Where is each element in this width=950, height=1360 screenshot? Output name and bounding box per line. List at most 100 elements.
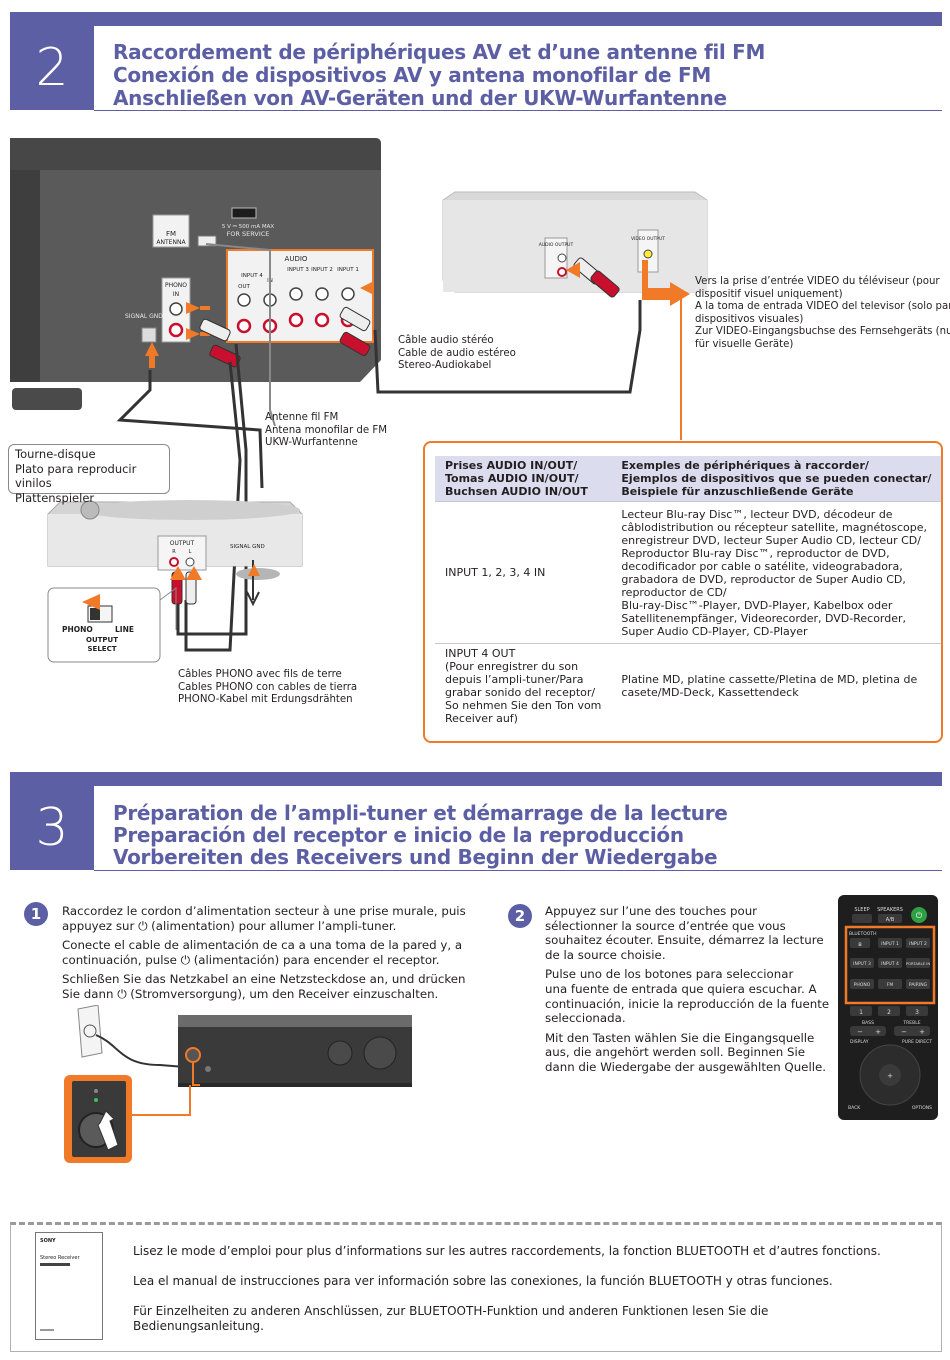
input3-label: INPUT 3 [287, 267, 309, 273]
table-cell-input-devices: Lecteur Blu-ray Disc™, lecteur DVD, déco… [611, 501, 942, 644]
phono-plugs-receiver [199, 318, 241, 368]
turntable-l-label: L [189, 549, 192, 555]
svg-text:⏻: ⏻ [916, 911, 923, 920]
step-2-title-de: Anschließen von AV-Geräten und der UKW-W… [113, 86, 727, 110]
phono-label: PHONO [165, 282, 187, 289]
video-note: Vers la prise d’entrée VIDEO du télévise… [695, 276, 950, 350]
step-number-2: 2 [10, 26, 94, 110]
step-number-3: 3 [10, 786, 94, 870]
remote-bluetooth-label: BLUETOOTH [849, 931, 876, 937]
audio-label: AUDIO [285, 255, 308, 263]
step-3-title-es: Preparación del receptor e inicio de la … [113, 823, 684, 847]
footer-text-de: Für Einzelheiten zu anderen Anschlüssen,… [133, 1304, 769, 1333]
table-cell-output-devices: Platine MD, platine cassette/Pletina de … [611, 643, 942, 728]
sub-step-2-badge: 2 [508, 904, 532, 928]
svg-text:−: − [857, 1028, 863, 1036]
section-3-top-bar [10, 772, 942, 786]
remote-fm-label: FM [887, 982, 894, 988]
turntable-arrows [170, 564, 260, 580]
remote-portable-label: PORTABLE IN [906, 961, 931, 966]
sub-step-1-badge: 1 [24, 902, 48, 926]
remote-input4-label: INPUT 4 [881, 961, 899, 967]
wall-outlet [77, 1005, 103, 1058]
receiver-rear-panel: FM ANTENNA 5 V ⎓ 500 mA MAX FOR SERVICE … [10, 138, 381, 410]
cables [116, 300, 642, 652]
antenna-label: ANTENNA [156, 239, 186, 246]
section-2-rule [94, 110, 942, 111]
signal-gnd-label: SIGNAL GND [125, 313, 163, 320]
table-cell-input-in: INPUT 1, 2, 3, 4 IN [435, 501, 612, 644]
remote-3-label: 3 [915, 1009, 919, 1016]
audio-jacks-panel [423, 441, 943, 743]
remote-1-label: 1 [859, 1009, 863, 1016]
table-header-jacks: Prises AUDIO IN/OUT/Tomas AUDIO IN/OUT/B… [435, 456, 612, 502]
remote-speakers-label: SPEAKERS [877, 907, 903, 913]
player-plugs [573, 257, 620, 298]
player-arrows [566, 260, 690, 306]
manual-thumbnail-icon: SONY Stereo Receiver [35, 1232, 103, 1340]
remote-treble-label: TREBLE [902, 1020, 920, 1026]
input1-label: INPUT 1 [337, 267, 359, 273]
power-button-closeup [64, 1075, 191, 1163]
sub-step-1-text: Raccordez le cordon d’alimentation secte… [62, 904, 466, 1001]
remote-pure-direct-label: PURE DIRECT [902, 1039, 932, 1045]
remote-control: SLEEP SPEAKERS A/B ⏻ BLUETOOTH ʙ INPUT 1… [838, 895, 938, 1120]
remote-display-label: DISPLAY [850, 1039, 869, 1045]
remote-input1-label: INPUT 1 [881, 941, 899, 947]
step-2-title-es: Conexión de dispositivos AV y antena mon… [113, 63, 711, 87]
video-output-label: VIDEO OUTPUT [631, 236, 665, 242]
manual-title: Stereo Receiver [40, 1255, 80, 1261]
av-player-device: AUDIO OUTPUT VIDEO OUTPUT [442, 191, 708, 293]
step-2-title-fr: Raccordement de périphériques AV et d’un… [113, 40, 766, 64]
switch-select-label: SELECT [88, 645, 117, 653]
table-header-row: Prises AUDIO IN/OUT/Tomas AUDIO IN/OUT/B… [435, 456, 942, 502]
table-row: INPUT 4 OUT(Pour enregistrer du son depu… [435, 643, 942, 728]
step-3-title-fr: Préparation de l’ampli-tuner et démarrag… [113, 801, 728, 825]
manual-brand: SONY [40, 1238, 56, 1244]
input2-label: INPUT 2 [311, 267, 333, 273]
output-select-switch: PHONO LINE OUTPUT SELECT [47, 587, 177, 663]
svg-text:+: + [919, 1028, 925, 1036]
connection-diagram: FM ANTENNA 5 V ⎓ 500 mA MAX FOR SERVICE … [10, 138, 708, 663]
receiver-front-illustration [64, 1005, 412, 1163]
remote-bass-label: BASS [862, 1020, 874, 1026]
turntable-output-label: OUTPUT [170, 540, 195, 547]
power-cord [95, 1034, 186, 1068]
table-row: INPUT 1, 2, 3, 4 IN Lecteur Blu-ray Disc… [435, 501, 942, 644]
turntable-gnd-label: SIGNAL GND [230, 544, 265, 550]
svg-text:+: + [887, 1072, 893, 1080]
remote-pairing-label: PAIRING [909, 982, 928, 988]
section-3-rule [94, 870, 942, 871]
remote-bt-button-label: ʙ [858, 941, 862, 948]
remote-ab-label: A/B [886, 917, 895, 923]
section-2-top-bar [10, 12, 942, 26]
remote-input2-label: INPUT 2 [909, 941, 927, 947]
stereo-cable-plugs-receiver [339, 306, 371, 357]
receiver-arrows [145, 282, 372, 368]
switch-phono-label: PHONO [62, 625, 93, 634]
footer-box [10, 1222, 942, 1352]
footer-text-es: Lea el manual de instrucciones para ver … [133, 1274, 833, 1288]
remote-back-label: BACK [848, 1105, 861, 1111]
switch-line-label: LINE [115, 625, 134, 634]
usb-rating-label: 5 V ⎓ 500 mA MAX [222, 224, 275, 230]
receiver-front [178, 1015, 412, 1087]
out-label: OUT [238, 284, 250, 290]
audio-jacks-table: Prises AUDIO IN/OUT/Tomas AUDIO IN/OUT/B… [435, 456, 942, 728]
input4-label: INPUT 4 [241, 273, 263, 279]
for-service-label: FOR SERVICE [227, 230, 270, 238]
remote-input3-label: INPUT 3 [853, 961, 871, 967]
audio-output-label: AUDIO OUTPUT [539, 242, 574, 248]
turntable-r-label: R [172, 549, 176, 555]
table-header-devices: Exemples de périphériques à raccorder/Ej… [611, 456, 942, 502]
remote-2-label: 2 [887, 1009, 891, 1016]
fm-label: FM [166, 230, 176, 238]
remote-options-label: OPTIONS [912, 1105, 932, 1111]
table-cell-input4-out: INPUT 4 OUT(Pour enregistrer du son depu… [435, 643, 612, 728]
svg-text:+: + [875, 1028, 881, 1036]
